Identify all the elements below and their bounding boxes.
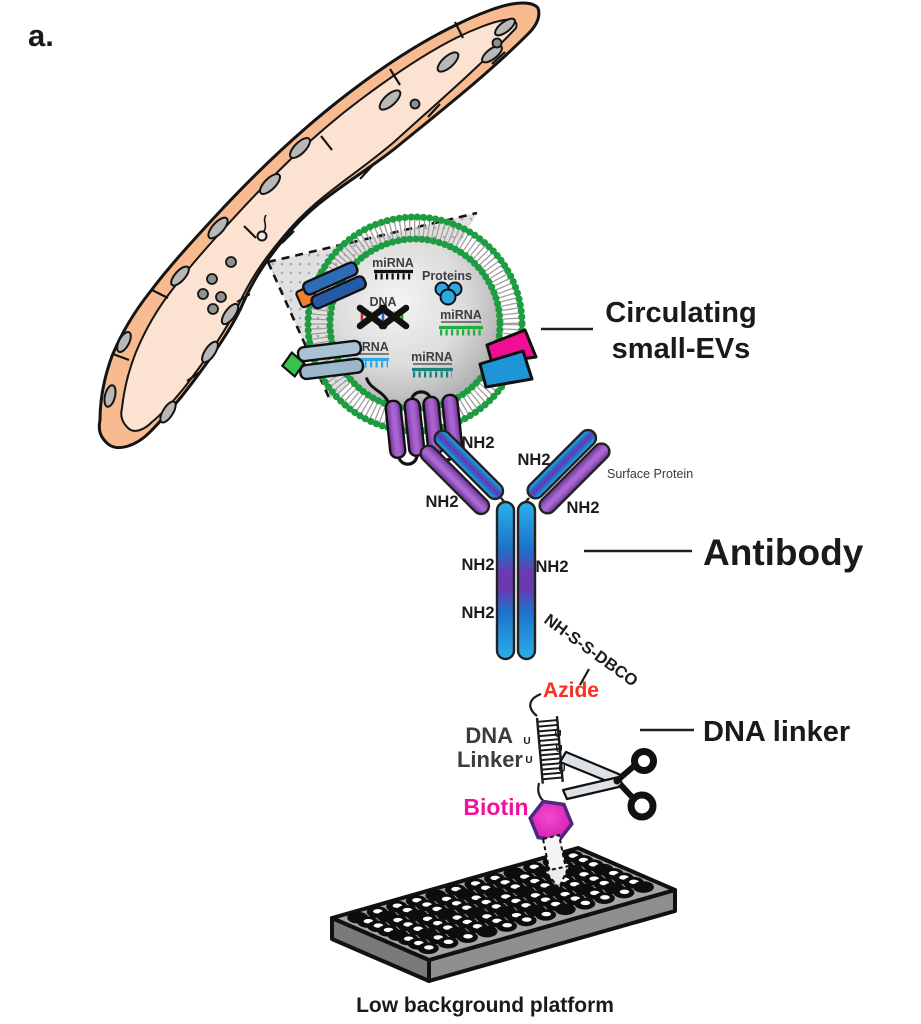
surface-protein-icon-cyan (478, 349, 534, 389)
proteins-label: Proteins (422, 269, 472, 283)
uracil-label: U (558, 764, 565, 775)
biotin-icon (528, 799, 574, 843)
dna-linker-callout: DNA linker (703, 716, 850, 748)
panel-label: a. (28, 18, 54, 53)
azide-strand (529, 692, 542, 717)
mirna-label-green: miRNA (440, 308, 482, 322)
mirna-label-black: miRNA (372, 256, 414, 270)
vessel-lumen (120, 18, 518, 432)
biotin-label: Biotin (463, 794, 528, 820)
antibody-right-heavy-arm (526, 428, 598, 500)
ev-dots (197, 37, 503, 315)
nh2-label: NH2 (535, 558, 568, 576)
scissors-icon (558, 748, 657, 821)
plate-wells (347, 850, 654, 955)
antibody-stem-right (516, 500, 537, 661)
nh2-label: NH2 (566, 499, 599, 517)
cell-junctions (112, 21, 506, 382)
mirna-label-teal: miRNA (411, 350, 453, 364)
nh2-label: NH2 (461, 434, 494, 452)
dna-linker-left-label-2: Linker (457, 747, 523, 772)
budding-ev-icon (256, 214, 268, 242)
dna-linker-left-label-1: DNA (465, 723, 513, 748)
antibody-left-light-chain (419, 444, 491, 516)
cell-nuclei (103, 17, 516, 424)
proteins-icon (434, 281, 463, 306)
dbco-bond-line (579, 668, 590, 686)
dna-helix-icon (356, 304, 410, 330)
antibody-stem-left (495, 500, 516, 661)
blood-vessel-icon (97, 1, 541, 449)
ev-callout-line1: Circulating (605, 297, 756, 329)
nh2-label: NH2 (517, 451, 550, 469)
antibody-icon (419, 428, 611, 661)
capture-arrow-icon (541, 833, 571, 890)
nh2-label: NH2 (425, 493, 458, 511)
uracil-label: U (525, 755, 532, 766)
ev-callout-line2: small-EVs (612, 333, 751, 365)
nh2-label: NH2 (461, 604, 494, 622)
surface-protein-icon-blue-pair (295, 261, 367, 310)
small-ev-icon: miRNA Proteins DNA miRNA (280, 213, 538, 466)
surface-protein-label: Surface Protein (607, 467, 693, 481)
nh2-label: NH2 (461, 556, 494, 574)
surface-protein-icon-steel-pair (280, 339, 365, 381)
well-plate-icon (330, 846, 677, 983)
dna-label: DNA (369, 295, 396, 309)
azide-label: Azide (543, 679, 599, 702)
antibody-callout: Antibody (703, 532, 864, 573)
nh2-labels: NH2 NH2 NH2 NH2 NH2 NH2 NH2 (425, 434, 599, 622)
platform-caption: Low background platform (356, 994, 614, 1017)
uracil-label: U (555, 744, 562, 755)
uracil-label: U (554, 729, 561, 740)
uracil-label: U (523, 736, 530, 747)
antibody-right-light-chain (538, 442, 611, 515)
